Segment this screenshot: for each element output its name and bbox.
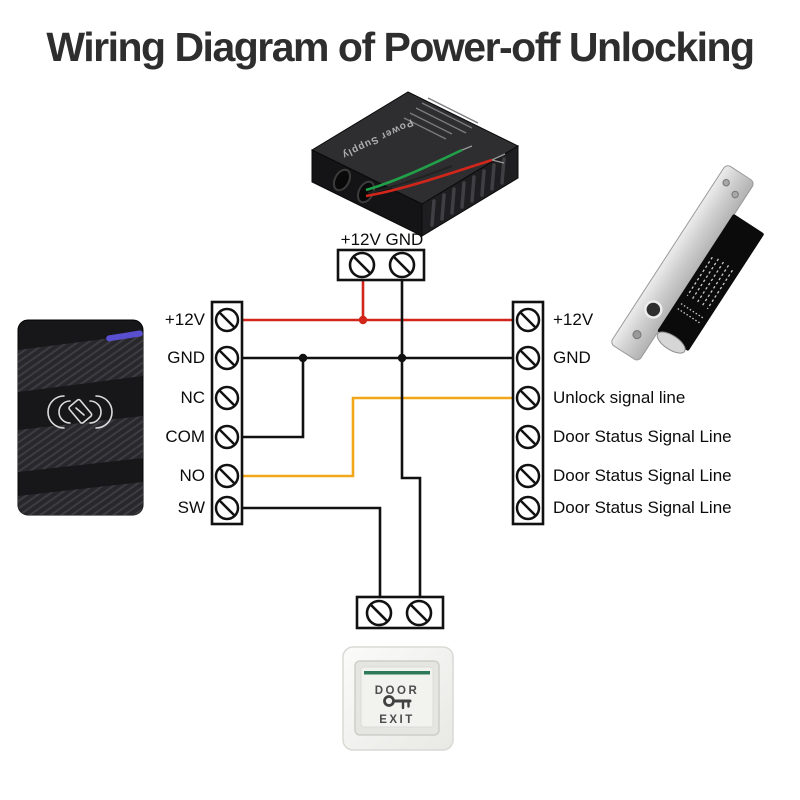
- lock-pin-label-door-status-1: Door Status Signal Line: [553, 427, 732, 446]
- lock-pin-label-12v: +12V: [553, 310, 594, 329]
- screw-terminal: [515, 307, 541, 333]
- lock-mount-screw: [722, 179, 730, 187]
- screw-terminal: [388, 251, 416, 279]
- psu-knockout-hole: [332, 168, 352, 192]
- page-title: Wiring Diagram of Power-off Unlocking: [46, 24, 755, 70]
- screw-terminal: [214, 385, 240, 411]
- screw-terminal: [365, 599, 393, 627]
- exit-button-green-strip: [364, 671, 430, 675]
- reader-hatch-band: [18, 334, 143, 392]
- lock-bolt-hole: [644, 300, 663, 319]
- screw-terminal: [515, 495, 541, 521]
- psu-vent-slots: [430, 157, 506, 227]
- terminal-block-bottom: [355, 595, 445, 630]
- lock-bolt-end: [656, 331, 686, 354]
- key-icon: [383, 695, 412, 710]
- lock-pin-label-door-status-2: Door Status Signal Line: [553, 466, 732, 485]
- psu-wire-green: [365, 148, 463, 192]
- screw-terminal: [515, 385, 541, 411]
- psu-terminal-label: +12V GND: [340, 230, 424, 249]
- screw-terminal: [515, 345, 541, 371]
- reader-hatch-band: [18, 482, 143, 515]
- reader-pin-label-12v: +12V: [164, 310, 205, 329]
- wire-psu-gnd-black: [400, 266, 422, 598]
- psu-spec-text-lines: [403, 97, 479, 140]
- terminal-block-left: [210, 300, 244, 526]
- screw-terminal: [214, 307, 240, 333]
- screw-terminal: [214, 424, 240, 450]
- screw-terminal: [515, 463, 541, 489]
- wires: [242, 266, 513, 598]
- lock-mount-screw: [731, 190, 739, 199]
- exit-button-exit-label: EXIT: [379, 714, 415, 726]
- card-reader-image: [17, 319, 144, 516]
- reader-pin-label-no: NO: [179, 466, 206, 485]
- reader-pin-label-sw: SW: [177, 498, 205, 517]
- lock-pin-label-door-status-3: Door Status Signal Line: [553, 498, 732, 517]
- reader-hatch-band: [18, 416, 143, 472]
- reader-pin-label-com: COM: [165, 427, 205, 446]
- junction-dot-gnd-com: [298, 353, 308, 363]
- junction-dot-gnd-psu: [397, 353, 407, 363]
- bolt-lock-image: [611, 165, 764, 361]
- lock-body: [657, 214, 764, 351]
- lock-pin-label-gnd: GND: [553, 348, 591, 367]
- terminal-block-top: [336, 248, 426, 282]
- contactless-card-icon: [47, 395, 113, 429]
- terminal-block-right: [511, 300, 545, 526]
- reader-pin-label-nc: NC: [180, 388, 205, 407]
- screw-terminal: [348, 251, 376, 279]
- screw-terminal: [214, 463, 240, 489]
- exit-button-image: [342, 646, 454, 751]
- wire-sw-black: [242, 506, 382, 598]
- psu-wire-tips: [461, 145, 506, 164]
- lock-mount-screw: [632, 330, 642, 340]
- reader-pin-label-gnd: GND: [167, 348, 205, 367]
- screw-terminal: [405, 599, 433, 627]
- wire-com-jumper-black: [242, 358, 305, 439]
- screw-terminal: [515, 424, 541, 450]
- junction-dot-red: [358, 315, 368, 325]
- reader-led-strip: [106, 330, 143, 342]
- psu-wire-red: [365, 158, 493, 198]
- wire-no-unlock-yellow: [242, 396, 513, 478]
- lock-pin-label-unlock: Unlock signal line: [553, 388, 686, 407]
- screw-terminal: [214, 495, 240, 521]
- psu-wire-black: [367, 165, 453, 194]
- power-supply-image: [310, 91, 520, 237]
- lock-label-text-lines: [677, 256, 734, 325]
- screw-terminal: [214, 345, 240, 371]
- exit-button-door-label: DOOR: [374, 685, 420, 697]
